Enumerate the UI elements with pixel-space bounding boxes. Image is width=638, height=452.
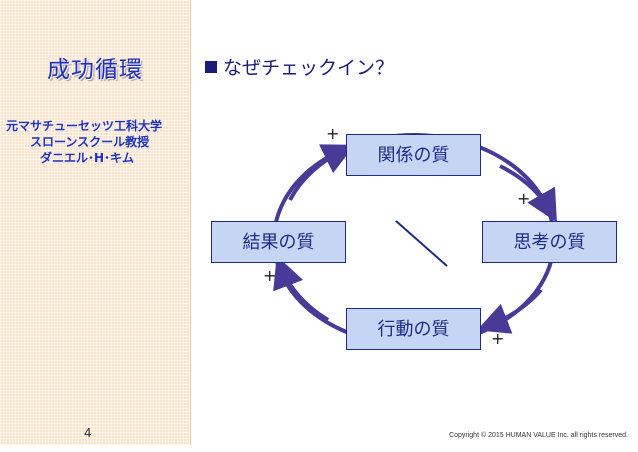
sidebar-line-role: スローンスクール教授 bbox=[30, 135, 150, 149]
slide-heading-text: なぜチェックイン？ bbox=[223, 57, 395, 79]
center-divider-line bbox=[395, 220, 448, 267]
plus-sign-top-left: + bbox=[326, 124, 340, 143]
square-bullet-icon bbox=[205, 60, 217, 73]
box-action-quality: 行動の質 bbox=[346, 308, 481, 350]
arrow-relationship-to-thinking bbox=[499, 164, 557, 223]
sidebar-line-name: ダニエル･H･キム bbox=[40, 151, 135, 165]
box-thinking-quality: 思考の質 bbox=[482, 221, 617, 263]
sidebar-panel: 成功循環 元マサチューセッツ工科大学 スローンスクール教授 ダニエル･H･キム … bbox=[0, 0, 191, 445]
plus-sign-bottom-right: + bbox=[491, 329, 505, 348]
arrow-thinking-to-action bbox=[476, 288, 543, 334]
plus-sign-upper-right: + bbox=[517, 189, 531, 208]
arrow-result-to-relationship bbox=[288, 144, 355, 201]
sidebar-title: 成功循環 bbox=[47, 57, 143, 83]
arrow-action-to-result bbox=[273, 255, 330, 322]
slide-heading: なぜチェックイン？ bbox=[205, 53, 394, 80]
page-number: 4 bbox=[84, 426, 92, 440]
box-relationship-quality: 関係の質 bbox=[346, 134, 481, 176]
sidebar-line-institution: 元マサチューセッツ工科大学 bbox=[6, 119, 163, 133]
plus-sign-lower-left: + bbox=[263, 266, 277, 285]
box-result-quality: 結果の質 bbox=[211, 221, 346, 263]
copyright-notice: Copyright © 2015 HUMAN VALUE Inc. all ri… bbox=[449, 432, 628, 439]
